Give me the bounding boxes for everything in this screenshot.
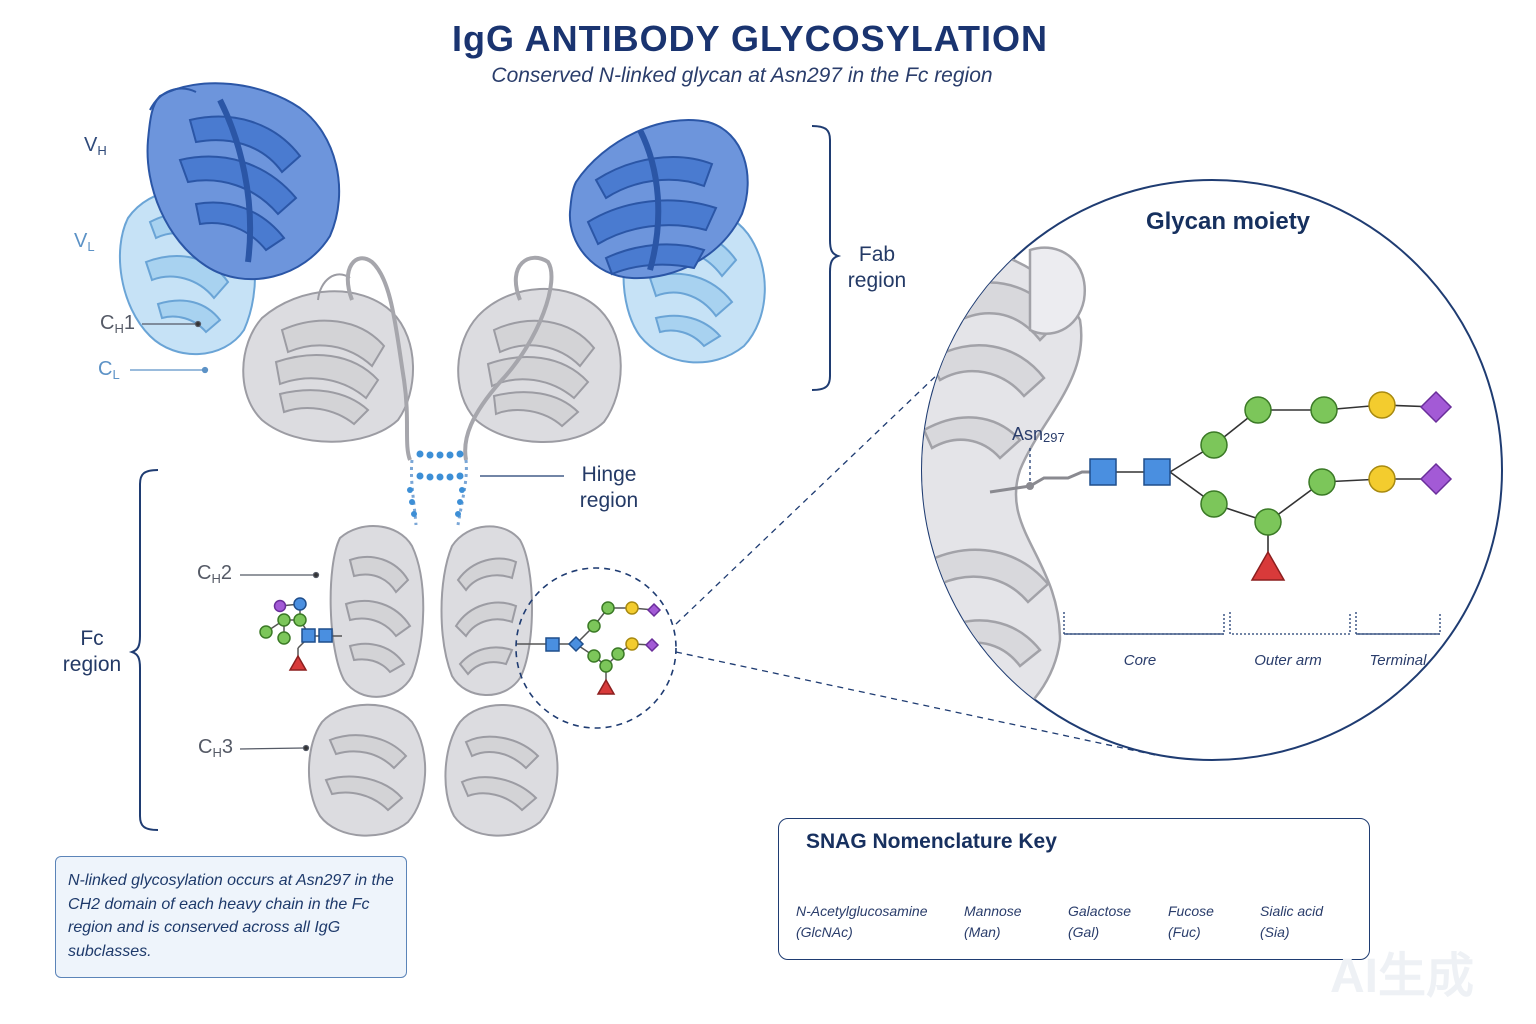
vh-label: VH [84,134,107,158]
ch1-label: CH1 [100,312,135,336]
watermark: AI生成 [1330,950,1475,1003]
left-fab-arm [118,82,414,461]
key-item-glcnac: N-Acetylglucosamine(GlcNAc) [796,903,928,940]
zoom-connector-bottom [675,651,1161,757]
fab-bracket [811,125,842,391]
key-item-galactose: Galactose(Gal) [1068,903,1132,940]
leader-lines [130,320,564,752]
fc-domains [307,525,559,837]
left-ch1-cl-domain [242,273,414,443]
right-fab-arm [457,118,766,461]
fc-bracket [128,469,159,831]
left-fc-glycan [259,597,342,671]
key-item-fucose: Fucose(Fuc) [1168,903,1214,940]
right-fc-glycan [516,601,662,695]
segment-outer-arm-label: Outer arm [1254,652,1322,669]
zoom-connector-top [675,371,941,625]
page-title: IgG ANTIBODY GLYCOSYLATION [451,18,1049,59]
key-item-sialic-acid: Sialic acid(Sia) [1260,903,1324,940]
hinge-disulfides [407,450,468,526]
glycan-moiety-title: Glycan moiety [1145,208,1311,235]
key-item-mannose: Mannose(Man) [964,903,1022,940]
asn297-label: Asn297 [1012,424,1065,445]
segment-terminal-label: Terminal [1369,652,1427,669]
right-vh-domain [568,118,749,280]
segment-core-label: Core [1123,652,1157,669]
glycosylation-note: N-linked glycosylation occurs at Asn297 … [55,856,407,978]
nomenclature-key-box [778,818,1370,960]
glycan-zoom-circle [921,179,1503,761]
ch3-label: CH3 [198,736,233,760]
cl-label: CL [98,358,120,382]
left-vh-domain [146,82,341,280]
page-subtitle: Conserved N-linked glycan at Asn297 in t… [491,64,993,87]
vl-label: VL [74,230,95,254]
glycan-focus-circle [515,567,677,729]
right-ch1-cl-domain [457,287,622,443]
ch2-label: CH2 [197,562,232,586]
key-title: SNAG Nomenclature Key [806,830,1057,853]
